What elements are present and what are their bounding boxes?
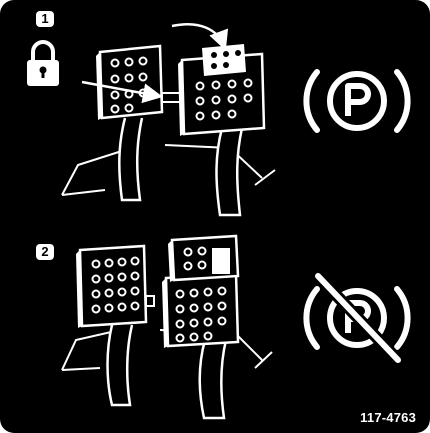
arrow-push-tab-icon — [171, 23, 229, 51]
part-number: 117-4763 — [360, 410, 416, 425]
parking-brake-engaged-icon — [303, 69, 411, 133]
lock-tab — [202, 44, 246, 76]
lock-tab — [168, 234, 240, 282]
left-pedal-pad — [76, 244, 148, 328]
right-pedal-arm — [215, 127, 244, 217]
panel-1 — [27, 23, 411, 217]
left-pedal-arm — [118, 117, 144, 202]
panel-2 — [61, 234, 411, 420]
floor-line — [61, 144, 276, 196]
step-2-badge: 2 — [36, 244, 54, 260]
parking-brake-released-icon — [303, 270, 411, 366]
right-pedal-arm — [198, 339, 228, 420]
pedal-pin — [145, 295, 155, 307]
arrow-slide-latch-icon — [81, 80, 163, 104]
right-pedal-pad — [178, 52, 266, 136]
padlock-locked-icon — [27, 40, 59, 86]
left-pedal-pad — [96, 44, 164, 120]
right-pedal-pad — [162, 272, 240, 348]
step-1-badge: 1 — [36, 11, 54, 27]
left-pedal-arm — [106, 324, 134, 407]
